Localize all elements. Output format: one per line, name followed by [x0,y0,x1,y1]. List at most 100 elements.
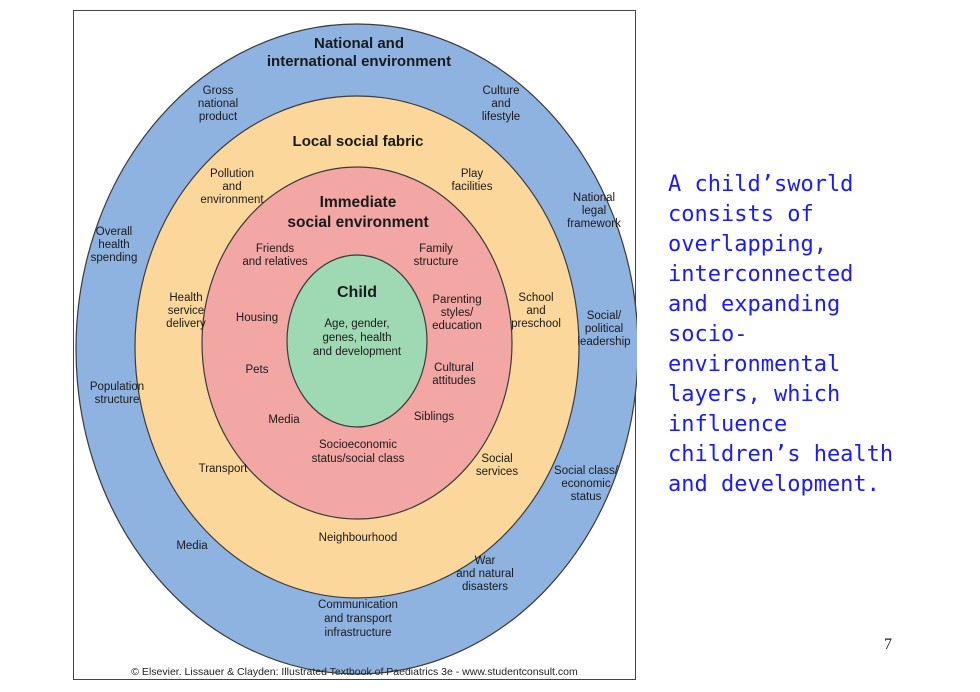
label-line: environment [200,194,264,206]
label-line: facilities [452,181,493,193]
label-line: attitudes [432,375,476,387]
label-line: status [571,491,602,503]
label-line: disasters [462,581,508,593]
child-heading: Child [337,284,377,301]
label-line: Population [90,381,144,393]
slide-caption: A child’sworld consists of overlapping, … [668,172,894,497]
label-line: delivery [166,318,206,330]
local-heading: Local social fabric [293,133,424,150]
label-line: service [168,305,204,317]
national-item: Media [176,540,208,552]
label-line: and development [313,346,402,358]
immediate-item: Media [268,414,300,426]
label-line: styles/ [441,307,474,319]
page-number: 7 [884,636,892,653]
label-line: lifestyle [482,111,520,123]
label-line: framework [567,218,621,230]
label-line: Culture [482,85,519,97]
label-line: Overall [96,226,132,238]
label-line: Family [419,243,453,255]
child-core [286,254,428,428]
immediate-heading: Immediate social environment [287,194,428,231]
label-line: leadership [577,336,630,348]
label-line: Social [481,453,512,465]
label-line: Socioeconomic [319,439,397,451]
label-line: Housing [236,312,278,324]
label-line: spending [91,252,138,264]
immediate-item: Pets [245,364,268,376]
label-line: Siblings [414,411,455,423]
label-line: and [491,98,510,110]
label-line: War [475,555,496,567]
label-line: services [476,466,518,478]
immediate-item: Housing [236,312,278,324]
label-line: political [585,323,623,335]
label-line: and [222,181,241,193]
local-item: Transport [199,463,249,475]
label-line: National and [314,35,404,52]
copyright-notice: © Elsevier. Lissauer & Clayden: Illustra… [131,666,578,678]
label-line: Neighbourhood [319,532,398,544]
label-line: social environment [287,214,428,231]
label-line: and relatives [242,256,307,268]
label-line: structure [414,256,459,268]
label-line: National [573,192,615,204]
national-item: Communication and transport infrastructure [318,599,398,639]
label-line: Communication [318,599,398,611]
label-line: genes, health [322,332,391,344]
label-line: status/social class [312,453,405,465]
label-line: product [199,111,238,123]
label-line: Social/ [587,310,622,322]
local-item: Neighbourhood [319,532,398,544]
label-line: Media [268,414,300,426]
label-line: and transport [324,613,393,625]
label-line: structure [95,394,140,406]
immediate-item: Socioeconomic status/social class [312,439,405,465]
label-line: and natural [456,568,514,580]
label-line: Local social fabric [293,133,424,150]
immediate-item: Siblings [414,411,455,423]
label-line: Media [176,540,208,552]
label-line: Immediate [320,194,397,211]
label-line: legal [582,205,606,217]
label-line: education [432,320,482,332]
label-line: Cultural [434,362,474,374]
label-line: and [526,305,545,317]
label-line: Gross [203,85,234,97]
label-line: Play [461,168,484,180]
label-line: School [518,292,553,304]
label-line: preschool [511,318,561,330]
label-line: health [98,239,129,251]
label-line: infrastructure [324,627,391,639]
label-line: Health [169,292,202,304]
label-line: international environment [267,53,451,70]
label-line: Pets [245,364,268,376]
label-line: national [198,98,238,110]
label-line: Social class/ [554,465,619,477]
label-line: Friends [256,243,295,255]
label-line: Child [337,284,377,301]
label-line: Pollution [210,168,254,180]
label-line: economic [561,478,610,490]
